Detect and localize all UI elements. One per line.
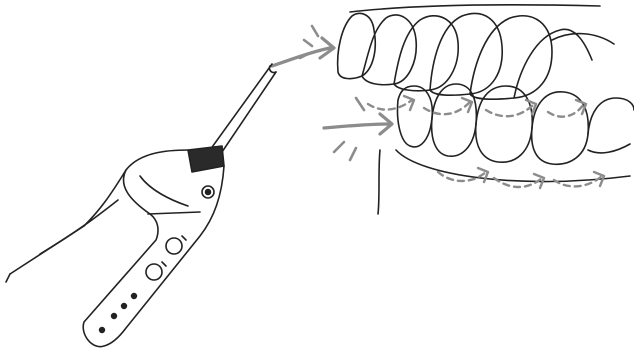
dashed-flow [548, 104, 584, 117]
button-mark [182, 236, 186, 240]
lower-gum-line [396, 150, 630, 182]
dashed-flow [368, 100, 412, 110]
indicator-dot [132, 294, 137, 299]
hose-end [6, 274, 10, 282]
spray-droplet [350, 148, 356, 160]
spray-droplet [334, 142, 344, 152]
water-flosser-icon [6, 64, 276, 347]
handle-body [83, 150, 224, 347]
spray-droplet [356, 98, 364, 110]
nozzle-collar [188, 146, 224, 172]
spray-droplet [304, 40, 312, 46]
water-jet-arrow-icon [272, 26, 392, 160]
indicator-dot [122, 304, 127, 309]
flow-path-arrow-icon [368, 96, 604, 188]
lower-gum-left [378, 150, 380, 214]
control-button-2 [146, 264, 162, 280]
release-button-dot [206, 190, 211, 195]
lower-molar [588, 98, 634, 134]
upper-premolar-1 [430, 14, 502, 96]
upper-gum-line [350, 5, 600, 12]
handle-back [10, 170, 126, 274]
control-button-1 [166, 238, 182, 254]
lower-canine [476, 86, 533, 162]
indicator-dot [112, 314, 117, 319]
handle-seam [140, 176, 188, 206]
nozzle-shaft-right [222, 72, 276, 152]
dashed-flow [438, 172, 486, 181]
upper-incisor-2 [362, 15, 416, 85]
spray-droplet [312, 26, 318, 36]
lower-molar-edge [588, 144, 630, 153]
dashed-flow [486, 104, 534, 116]
button-mark [162, 262, 166, 266]
lower-incisor-1 [398, 86, 433, 147]
nozzle-shaft-left [210, 64, 272, 150]
handle-seam-2 [148, 212, 200, 214]
hose-line [40, 200, 118, 254]
indicator-dot [100, 328, 105, 333]
lower-jet-line [324, 124, 390, 128]
